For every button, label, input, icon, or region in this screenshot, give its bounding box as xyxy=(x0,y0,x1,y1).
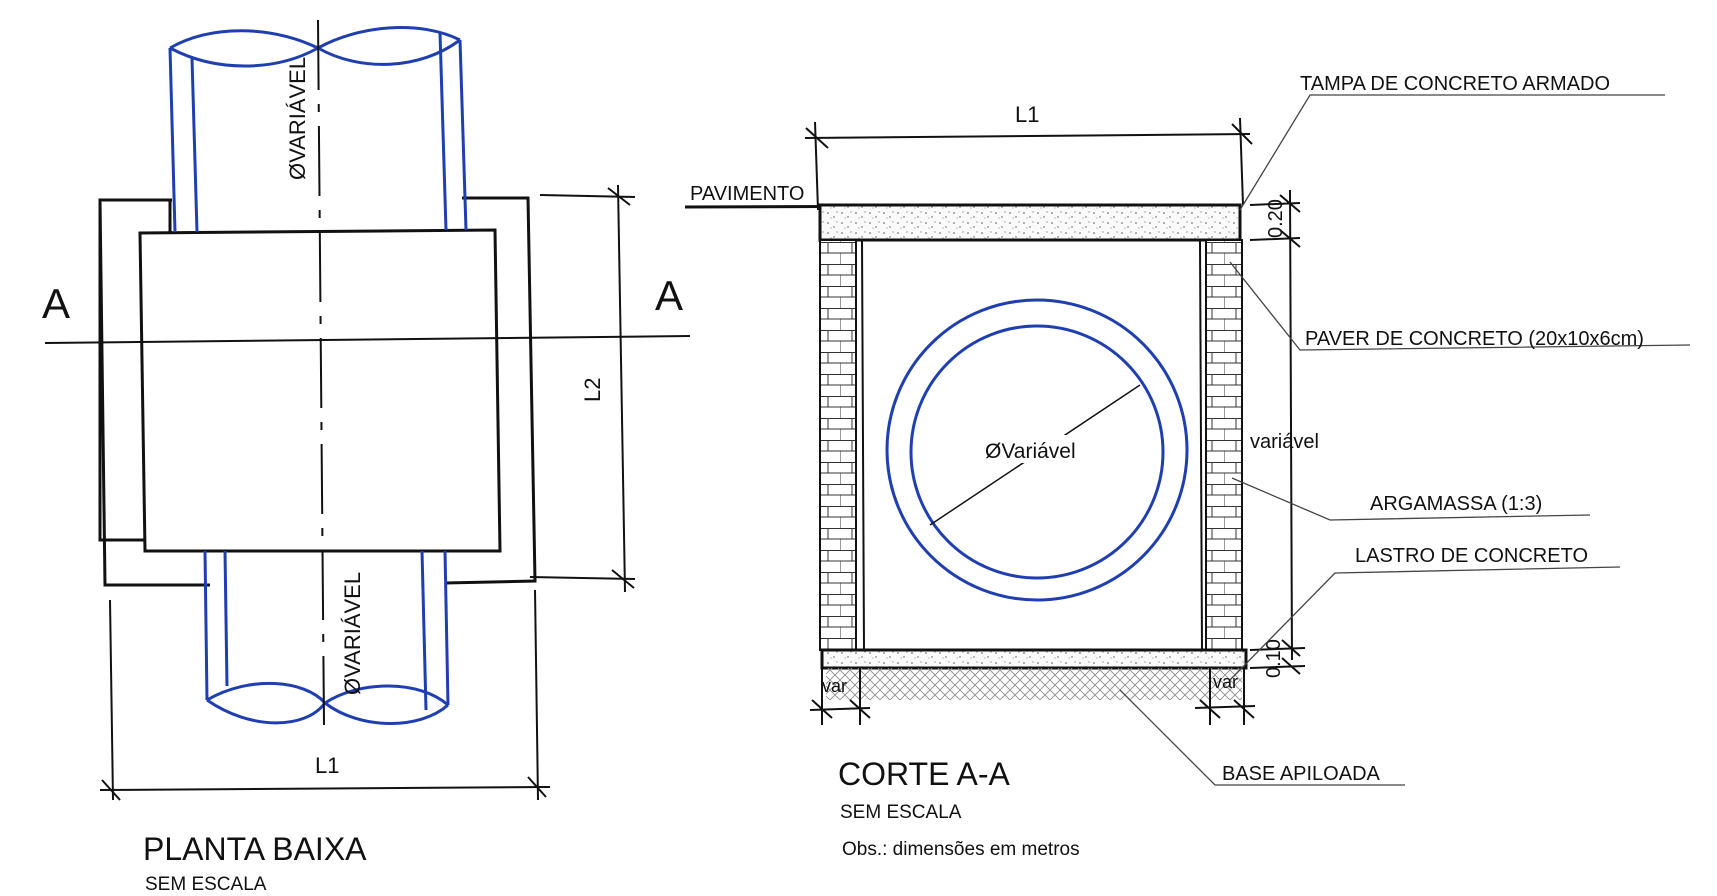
brick-wall-left xyxy=(819,239,857,651)
mortar-right xyxy=(1199,239,1203,651)
plan-dim-l1-label: L1 xyxy=(315,753,339,778)
plan-pipe-label-bottom: ØVARIÁVEL xyxy=(340,572,365,695)
plan-inner-box xyxy=(138,228,502,553)
lid-label: TAMPA DE CONCRETO ARMADO xyxy=(1300,73,1610,95)
plan-dim-l2 xyxy=(529,184,636,593)
pipe-inner-circle xyxy=(909,324,1165,580)
slab-label: LASTRO DE CONCRETO xyxy=(1355,545,1588,567)
plan-title: PLANTA BAIXA xyxy=(143,831,367,867)
lid-thickness-label: 0.20 xyxy=(1265,199,1287,238)
paver-label: PAVER DE CONCRETO (20x10x6cm) xyxy=(1305,328,1644,350)
var-right-label: var xyxy=(1213,672,1238,692)
concrete-lid xyxy=(818,203,1242,242)
plan-section-marker-left: A xyxy=(42,280,70,327)
plan-section-marker-right: A xyxy=(655,272,683,319)
plan-view: A A ØVARIÁVEL ØVARIÁVEL L2 L1 PLANTA BAI… xyxy=(42,19,691,895)
pipe-outer-circle xyxy=(885,298,1189,602)
var-left-label: var xyxy=(822,676,847,696)
mortar-left xyxy=(861,239,865,651)
plan-dim-l1 xyxy=(99,589,551,801)
section-title: CORTE A-A xyxy=(838,756,1011,792)
slab-thickness-label: 0.10 xyxy=(1263,639,1285,678)
callout-leaders xyxy=(1119,94,1691,786)
pipe-diameter-label: ØVariável xyxy=(985,440,1076,463)
plan-pipe-label-top: ØVARIÁVEL xyxy=(285,57,310,180)
plan-centerline-vertical xyxy=(317,19,325,726)
plan-pipe-bottom xyxy=(203,550,450,725)
section-dim-bottom xyxy=(809,668,1256,725)
section-note: Obs.: dimensões em metros xyxy=(842,839,1080,860)
section-dim-l1 xyxy=(804,117,1253,211)
mortar-label: ARGAMASSA (1:3) xyxy=(1370,493,1542,515)
plan-scale: SEM ESCALA xyxy=(145,874,267,895)
plan-outer-outline xyxy=(98,196,537,587)
plan-dim-l2-label: L2 xyxy=(580,378,605,402)
plan-section-line xyxy=(44,335,691,344)
height-variable-label: variável xyxy=(1250,431,1319,453)
section-dim-l1-label: L1 xyxy=(1015,102,1039,127)
brick-wall-right xyxy=(1205,239,1243,651)
compacted-base xyxy=(826,668,1242,700)
base-label: BASE APILOADA xyxy=(1222,763,1381,785)
section-view: L1 PAVIMENTO ØVariável xyxy=(684,73,1691,860)
pavement-label: PAVIMENTO xyxy=(690,183,804,205)
concrete-slab xyxy=(820,648,1248,670)
section-scale: SEM ESCALA xyxy=(840,802,962,823)
